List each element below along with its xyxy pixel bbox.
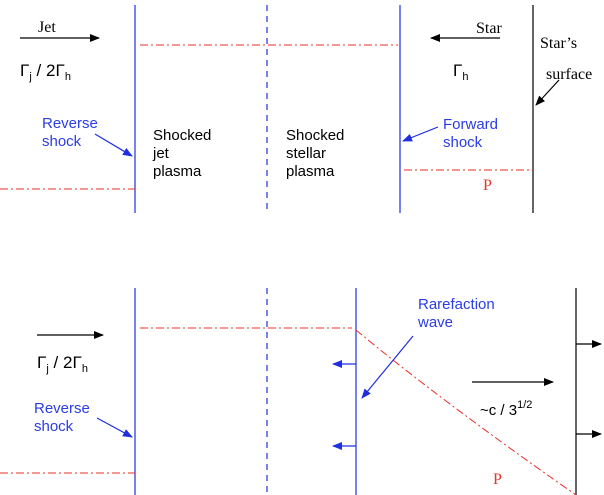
top-reverse-shock-pointer [94,133,133,157]
top-jet-label: Jet [38,19,56,36]
top-forward-shock-pointer [402,126,439,142]
bottom-reverse-shock-label-2: shock [34,418,74,435]
top-forward-shock-label-1: Forward [443,116,499,133]
top-stars-surface-label-1: Star’s [540,35,578,52]
top-shocked-jet-label-2: jet [153,145,169,162]
top-shocked-stellar-label-3: plasma [286,163,335,180]
bottom-rarefaction-label-1: Rarefaction [418,296,495,313]
bottom-rarefaction-pressure-curve [355,329,577,495]
top-stars-surface-label-2: surface [546,66,593,83]
top-shocked-jet-label-3: plasma [153,163,202,180]
bottom-rarefaction-label-2: wave [418,314,454,331]
top-reverse-shock-label-1: Reverse [42,115,98,132]
top-forward-shock-label-2: shock [443,134,483,151]
bottom-speed-label: ~c / 31/2 [480,399,533,419]
bottom-gamma-jet-label: Γj / 2Γh [37,353,88,376]
bottom-pressure-label: P [493,471,502,488]
top-reverse-shock-label-2: shock [42,133,82,150]
top-gamma-jet-label: Γj / 2Γh [20,61,71,84]
top-shocked-jet-label-1: Shocked [153,127,212,144]
top-surface-pointer-arrow [535,79,560,106]
bottom-reverse-shock-pointer [96,417,133,438]
top-star-label: Star [476,20,502,37]
top-shocked-stellar-label-2: stellar [286,145,327,162]
top-gamma-head-label: Γh [453,61,469,84]
top-pressure-label: P [483,177,492,194]
top-shocked-stellar-label-1: Shocked [286,127,345,144]
bottom-rarefaction-pointer [361,335,414,399]
bottom-reverse-shock-label-1: Reverse [34,400,90,417]
